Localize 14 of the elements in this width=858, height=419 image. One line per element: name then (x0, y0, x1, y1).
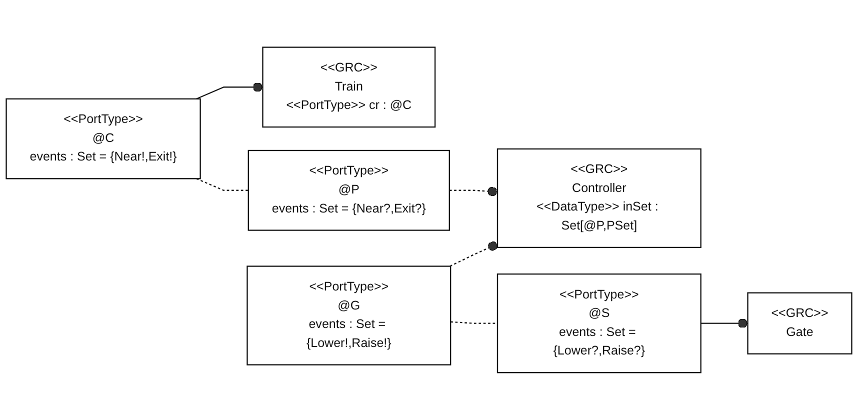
node-box (6, 98, 201, 179)
connector (449, 186, 498, 196)
connector (450, 320, 498, 324)
connector (196, 82, 263, 99)
node-box (496, 148, 702, 248)
node-box (248, 149, 450, 230)
node-box (747, 292, 852, 354)
connector (196, 178, 248, 191)
node-box (262, 46, 436, 128)
node-box (246, 265, 452, 365)
connector (700, 318, 748, 328)
connector (450, 240, 498, 266)
node-box (496, 273, 702, 373)
class-diagram: <<GRC>> Train <<PortType>> cr : @C <<PortType>> @C events : Set = {Near!,Exit!} <<PortType>> @G events : Set = {Lower!,Raise!} <<GRC>> Controller <<DataType>> inSet : Set[@P,PSet] <<PortType>> @P events : Set = {Near?,Exit?} <<PortType>> @S events : Set = {Lower?,Raise?} <<GRC>> Gate (0, 40, 858, 378)
